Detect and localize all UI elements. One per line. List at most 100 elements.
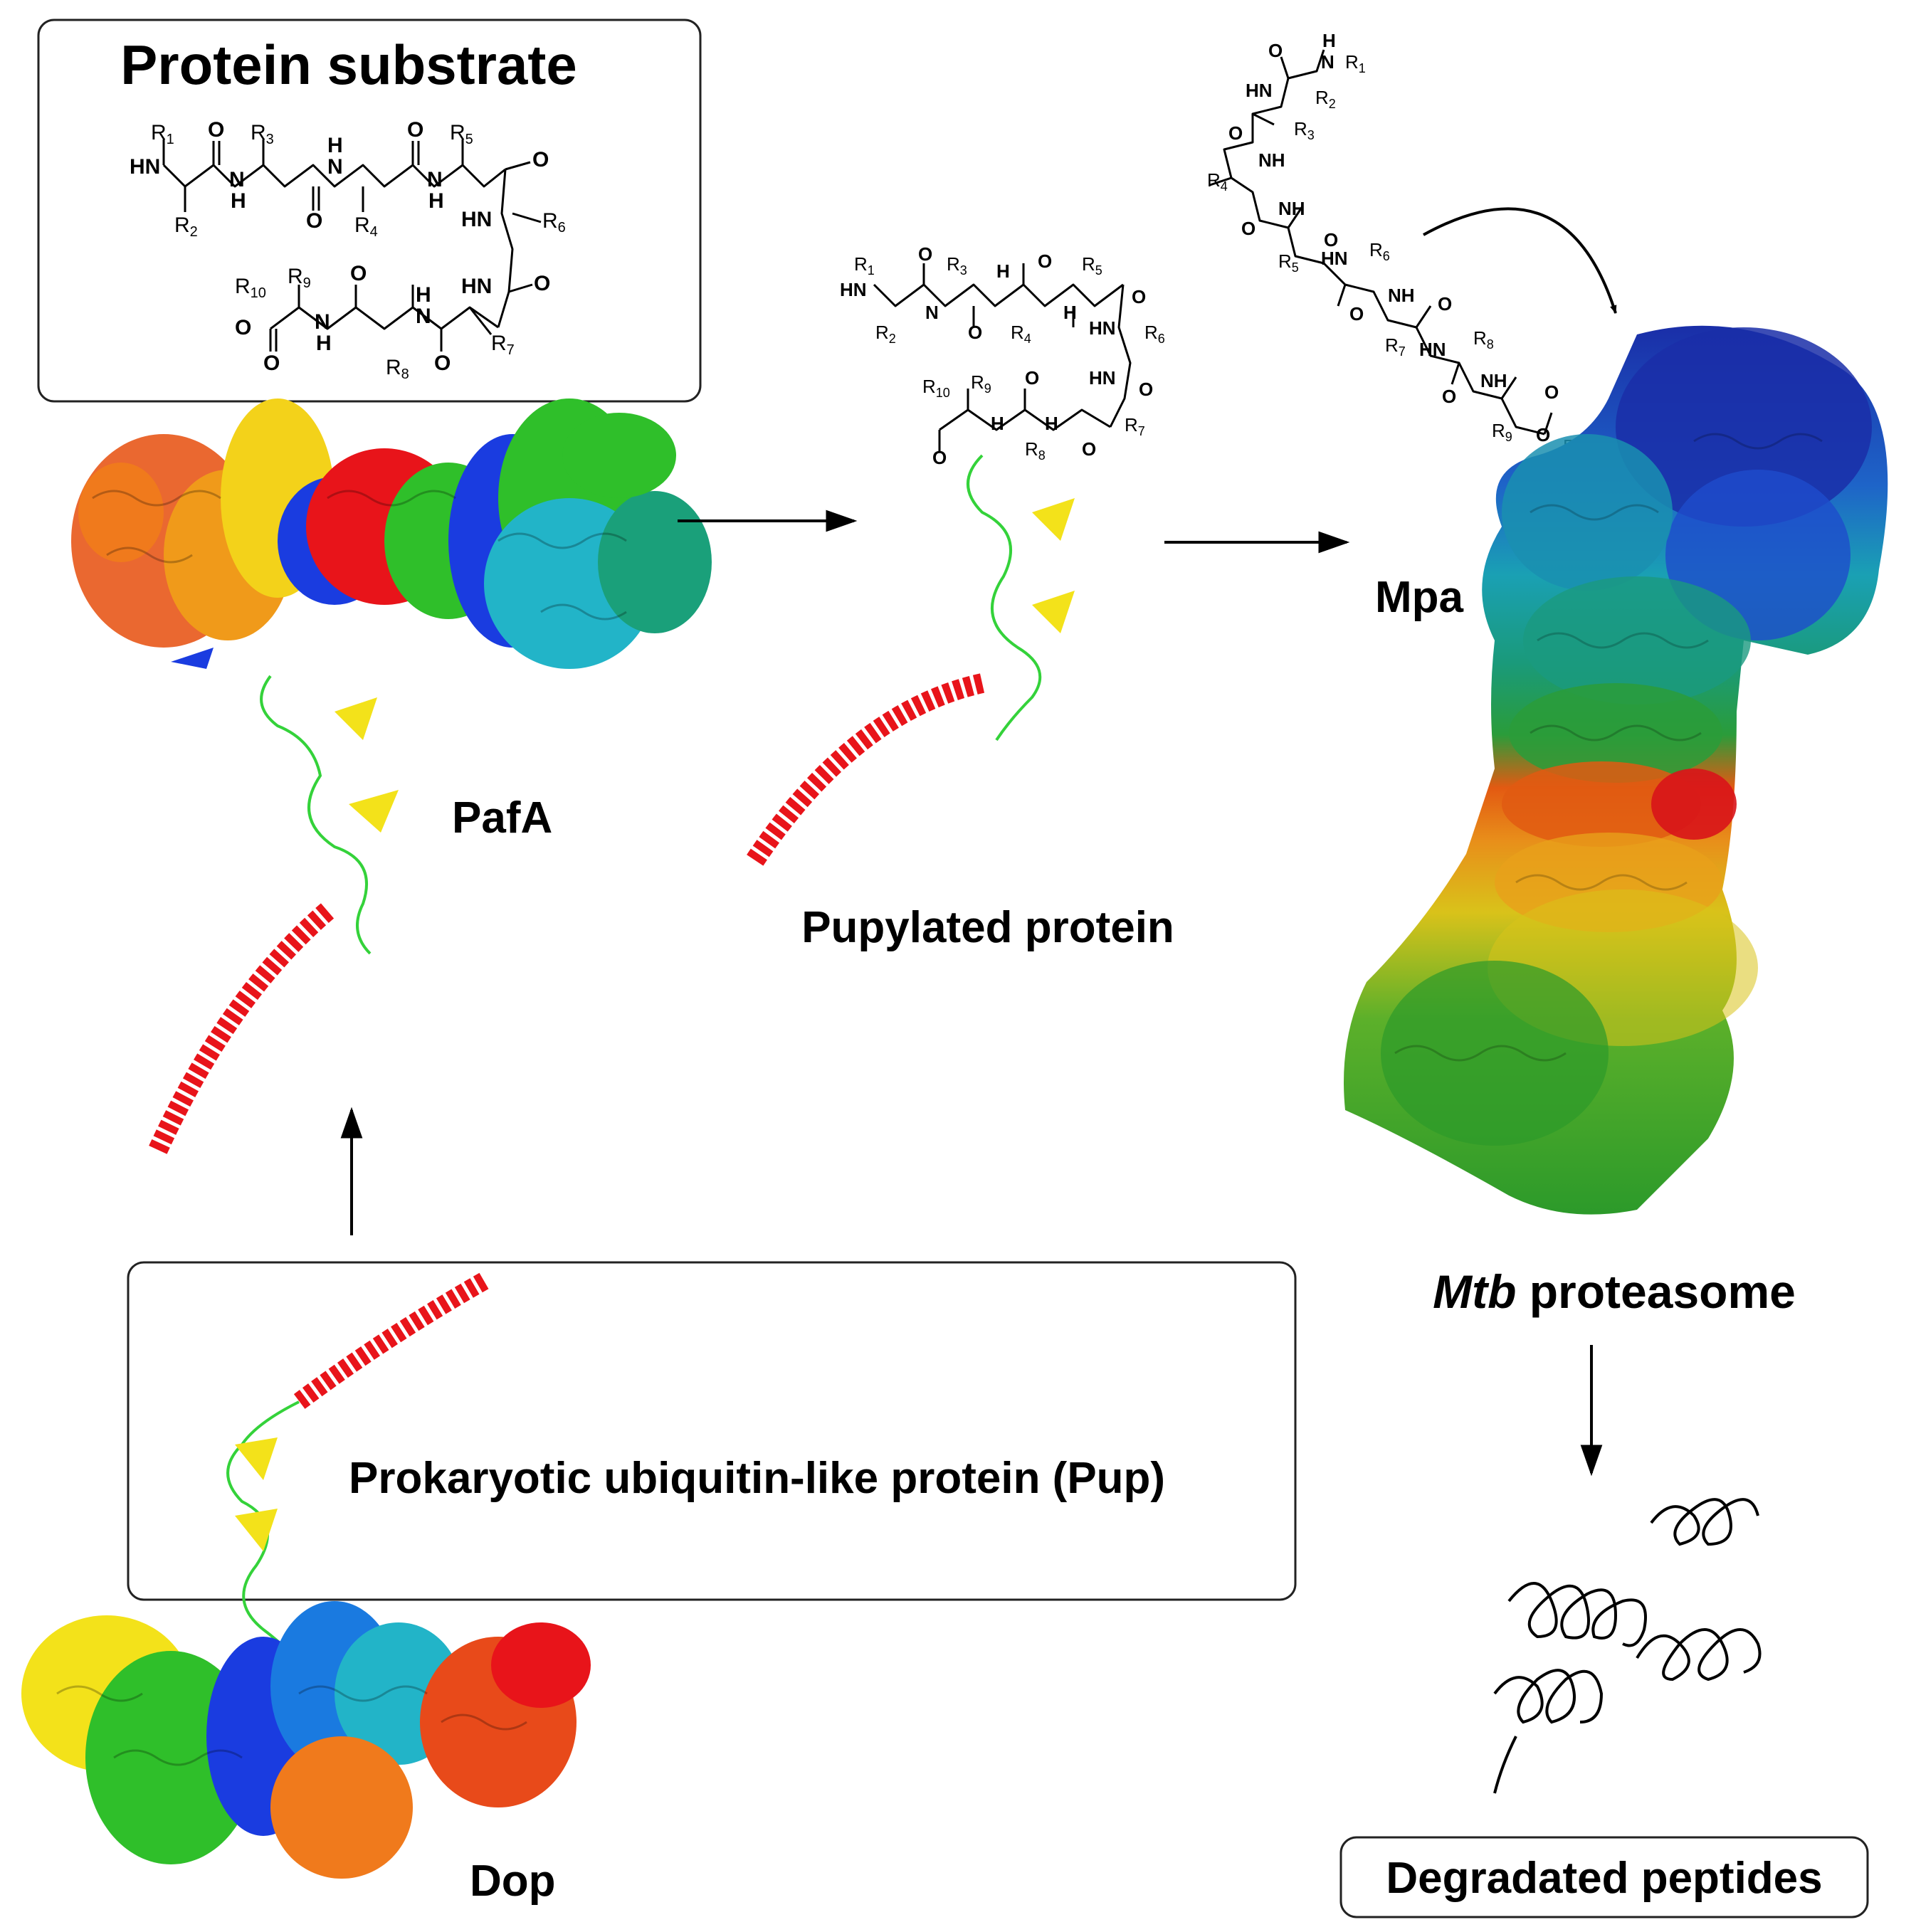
- hn-label: HN: [1089, 317, 1116, 339]
- pup-box: [127, 1261, 1297, 1601]
- nh-label: N: [925, 302, 939, 323]
- n-label: N: [229, 168, 245, 191]
- hn-label: HN: [1321, 248, 1348, 269]
- mtb-proteasome-label: Mtb proteasome: [1433, 1265, 1796, 1318]
- pup-helix-icon: [226, 1272, 489, 1674]
- nh-label: NH: [1480, 370, 1507, 391]
- n-label: H: [991, 413, 1004, 434]
- r4-label: R4: [354, 213, 378, 240]
- r1-label: R1: [1345, 51, 1366, 75]
- o-label: O: [1132, 286, 1146, 307]
- o-label: O: [1025, 367, 1039, 389]
- hn-label: HN: [1246, 80, 1273, 101]
- proteasome-icon: [1344, 325, 1888, 1215]
- hn-label: HN: [1419, 339, 1446, 360]
- pafa-label: PafA: [452, 793, 552, 843]
- n-label: N: [1321, 51, 1334, 73]
- pupylated-protein: R1 HN R2 O N R3 O H R4 O H R5 O HN R6 O …: [746, 243, 1174, 952]
- o-label: O: [208, 118, 224, 142]
- r1-label: R1: [854, 253, 875, 278]
- r4-label: R4: [1207, 169, 1228, 194]
- r8-label: R8: [1473, 327, 1494, 352]
- r6-label: R6: [542, 209, 566, 236]
- r10-label: R10: [922, 376, 950, 400]
- r9-label: R9: [1492, 420, 1512, 444]
- r7-label: R7: [491, 332, 515, 358]
- r1-label: R1: [151, 121, 174, 147]
- r6-label: R6: [1144, 322, 1165, 346]
- o-label: O: [1544, 381, 1559, 403]
- coil-peptide-icon: [1493, 1498, 1762, 1794]
- r9-label: R9: [288, 265, 311, 291]
- o-label: O: [1438, 293, 1452, 315]
- o-label: O: [1139, 379, 1153, 400]
- r5-label: R5: [450, 121, 473, 147]
- r2-label: R2: [1315, 87, 1336, 111]
- o-label: O: [407, 118, 423, 142]
- o-label: O: [1536, 424, 1550, 445]
- o-label: O: [1082, 438, 1096, 460]
- h-label: H: [416, 283, 431, 307]
- r2-label: R2: [875, 322, 896, 346]
- protein-ribbon-icon: [71, 398, 712, 669]
- h-label: H: [1322, 30, 1336, 51]
- protein-substrate-panel: Protein substrate: [37, 19, 702, 403]
- mtb-italic: Mtb: [1433, 1265, 1516, 1318]
- n-label: N: [416, 305, 431, 328]
- nh-label: NH: [1388, 285, 1415, 306]
- o-label: O: [534, 272, 550, 295]
- pafa-structure: PafA: [71, 398, 712, 1157]
- mpa-atom-labels: H N R1 O R2 HN R3 O NH R4 O NH R5 HN O R…: [1207, 30, 1591, 460]
- pup-panel: Prokaryotic ubiquitin-like protein (Pup): [127, 1261, 1297, 1674]
- o-label: O: [532, 148, 549, 171]
- protein-ribbon-icon: [21, 1601, 591, 1879]
- nh-label: NH: [1278, 198, 1305, 219]
- r8-label: R8: [1025, 438, 1046, 463]
- r3-label: R3: [251, 121, 274, 147]
- h-label: H: [231, 189, 246, 213]
- o-label: O: [1349, 303, 1364, 324]
- o-label: O: [968, 322, 982, 343]
- o-label: O: [350, 262, 367, 285]
- o-label: O: [932, 447, 947, 468]
- protein-substrate-title: Protein substrate: [120, 33, 577, 96]
- hn-label: HN: [130, 155, 160, 179]
- r5-label: R5: [1278, 250, 1299, 275]
- r10-label: R10: [235, 275, 266, 301]
- o-label: O: [1038, 250, 1052, 272]
- degraded-peptides-box: [1339, 1836, 1869, 1918]
- h-label: H: [327, 134, 343, 157]
- nh-label: NH: [1258, 149, 1285, 171]
- proteasome-word: proteasome: [1516, 1265, 1795, 1318]
- r6-label: R6: [1369, 239, 1390, 263]
- mpa-peptide-structure: [1209, 49, 1553, 436]
- pup-label: Prokaryotic ubiquitin-like protein (Pup): [349, 1454, 1165, 1503]
- pupylated-peptide-structure: [873, 263, 1132, 451]
- n-label: N: [327, 155, 343, 179]
- mpa-label: Mpa: [1375, 573, 1464, 622]
- r7-label: R7: [1125, 414, 1145, 438]
- r3-label: R3: [1294, 118, 1315, 142]
- h-label: H: [316, 332, 332, 355]
- dop-label: Dop: [470, 1857, 556, 1906]
- r8-label: R8: [386, 356, 409, 382]
- degraded-peptides-label: Degradated peptides: [1386, 1854, 1822, 1903]
- o-label: O: [1442, 386, 1456, 407]
- r9-label: R9: [971, 371, 991, 396]
- n-label: N: [315, 310, 330, 334]
- o-label: O: [1268, 40, 1283, 61]
- hn-label: HN: [461, 208, 492, 231]
- pup-helix-icon: [147, 675, 399, 1157]
- o-label: O: [235, 316, 251, 339]
- pup-helix-icon: [746, 454, 1075, 867]
- o-label: O: [263, 352, 280, 375]
- r5-label: R5: [1082, 253, 1102, 278]
- o-label: O: [918, 243, 932, 265]
- h-label: H: [428, 189, 444, 213]
- hn-label: HN: [1089, 367, 1116, 389]
- substrate-peptide-structure: [162, 139, 542, 352]
- r3-label: R3: [947, 253, 967, 278]
- hn-label: HN: [840, 279, 867, 300]
- substrate-atom-labels: R1 HN R2 O N H R3 O H N R4 O N H R5 O HN…: [130, 118, 566, 382]
